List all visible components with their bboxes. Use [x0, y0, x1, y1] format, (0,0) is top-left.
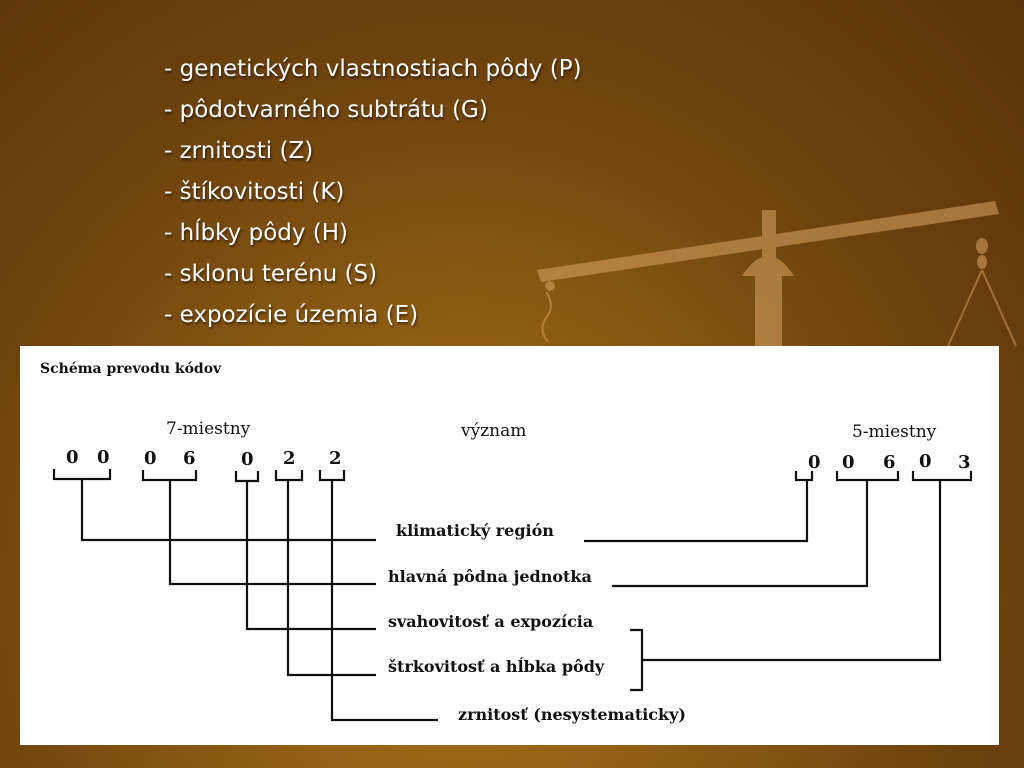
bullet-list: - genetických vlastnostiach pôdy (P) - p… — [164, 52, 582, 339]
header-meaning: význam — [460, 421, 526, 441]
code7-digit: 0 — [241, 449, 254, 470]
code7-digit: 2 — [283, 448, 296, 469]
bullet-item: - zrnitosti (Z) — [164, 138, 314, 164]
bullet-item: - genetických vlastnostiach pôdy (P) — [164, 56, 582, 82]
code7-digit: 2 — [329, 448, 342, 469]
code7-digit: 6 — [183, 448, 196, 469]
meaning-label: hlavná pôdna jednotka — [388, 567, 592, 586]
meaning-label: klimatický región — [396, 521, 554, 540]
connector-line — [286, 480, 376, 677]
code7-bracket — [141, 470, 198, 482]
code7-bracket — [234, 471, 260, 483]
meaning-label: svahovitosť a expozícia — [388, 612, 593, 631]
connector-line — [80, 479, 376, 542]
meaning-label: štrkovitosť a hĺbka pôdy — [388, 656, 605, 676]
header-5-digit: 5-miestny — [852, 422, 937, 442]
code7-bracket — [274, 470, 304, 482]
code5-digit: 0 — [842, 452, 855, 473]
code5-digit: 0 — [808, 452, 821, 473]
code7-bracket — [52, 469, 112, 481]
header-7-digit: 7-miestny — [166, 419, 251, 439]
bullet-item: - štíkovitosti (K) — [164, 179, 345, 205]
bullet-item: - sklonu terénu (S) — [164, 261, 378, 287]
code7-digit: 0 — [97, 447, 110, 468]
connector-line — [330, 480, 438, 722]
code5-digit: 6 — [883, 452, 896, 473]
code5-bracket — [911, 471, 973, 482]
connector-line — [612, 480, 869, 588]
code7-digit: 0 — [66, 447, 79, 468]
meaning-label: zrnitosť (nesystematicky) — [458, 705, 686, 724]
diagram-title: Schéma prevodu kódov — [40, 361, 222, 377]
bullet-item: - expozície územia (E) — [164, 302, 419, 328]
code5-digit: 0 — [919, 451, 932, 472]
connector-line — [168, 480, 376, 586]
connector-line — [245, 481, 376, 631]
code5-bracket — [794, 471, 814, 482]
diagram-canvas: Schéma prevodu kódov 7-miestny význam 5-… — [40, 361, 973, 724]
code7-digit: 0 — [144, 448, 157, 469]
bullet-item: - pôdotvarného subtrátu (G) — [164, 97, 488, 123]
bullet-item: - hĺbky pôdy (H) — [164, 220, 349, 246]
code5-digit: 3 — [958, 452, 971, 473]
connector-line — [642, 480, 942, 662]
connector-line — [630, 628, 644, 692]
connector-line — [584, 480, 809, 543]
code-conversion-diagram: Schéma prevodu kódov 7-miestny význam 5-… — [20, 346, 999, 745]
code7-bracket — [318, 470, 346, 482]
